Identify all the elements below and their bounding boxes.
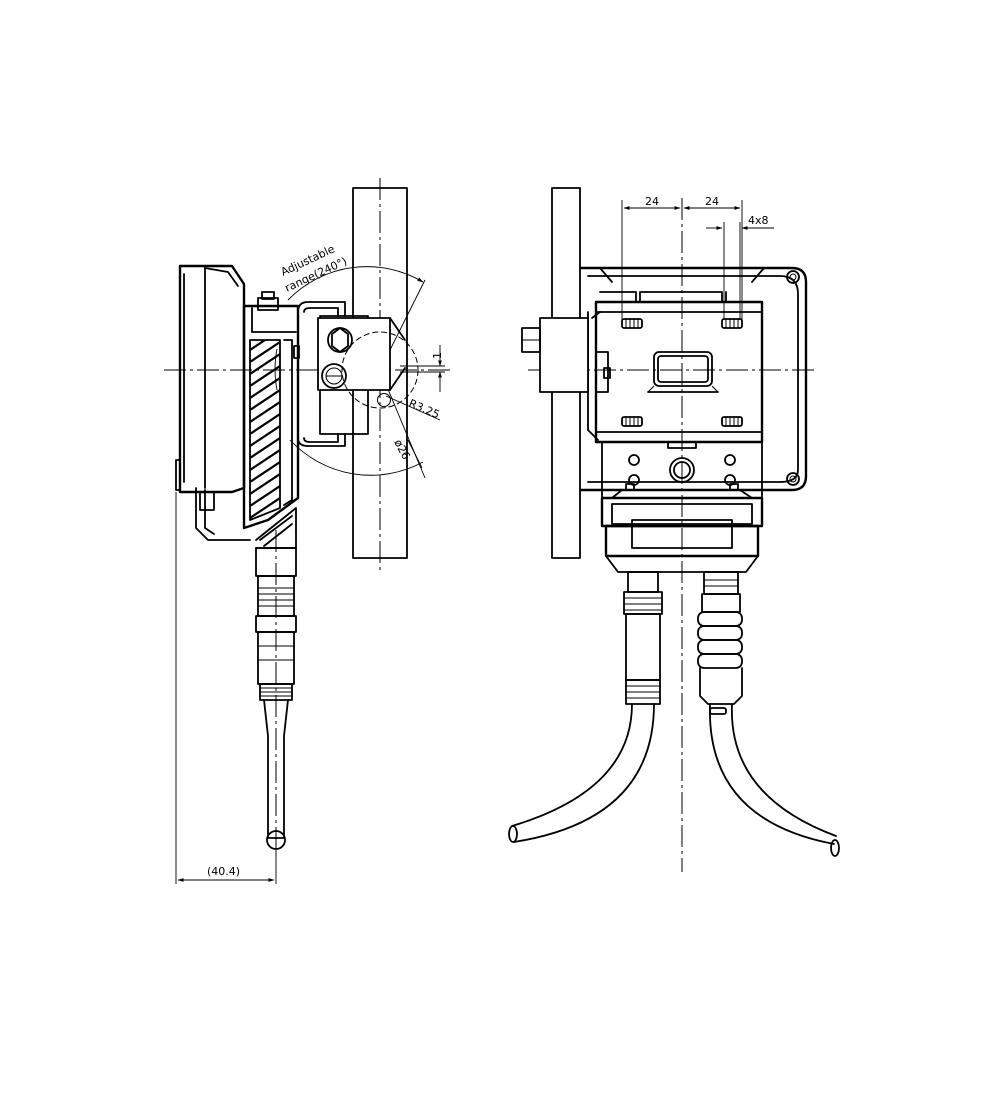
dim-d26-leader — [407, 439, 423, 469]
side-view: Adjustable range(240°) — [164, 178, 450, 884]
pivot-circles — [341, 331, 419, 409]
camera-housing-front — [580, 266, 808, 492]
mounting-bracket-side — [297, 301, 406, 447]
dim-4x8-label: 4x8 — [748, 214, 769, 227]
pole-clamp-front — [521, 317, 589, 393]
mounting-screws — [621, 318, 743, 427]
dim-404-lines — [175, 492, 277, 884]
screw-top-left — [621, 318, 643, 329]
housing-hatched-section — [242, 291, 300, 549]
dim-r325-label: R3.25 — [407, 397, 442, 422]
dim-24-left-label: 24 — [645, 195, 659, 208]
camera-housing-side — [175, 264, 251, 541]
left-connector-cable-front — [508, 571, 663, 843]
screw-top-right — [721, 318, 743, 329]
screw-bottom-left — [621, 416, 643, 427]
dim-1-lines — [400, 345, 445, 392]
dim-r325-leader — [385, 395, 441, 421]
right-connector-cable-front — [697, 571, 840, 857]
dim-4x8-lines — [706, 222, 774, 320]
dim-404-label: (40.4) — [207, 865, 240, 878]
screw-bottom-right — [721, 416, 743, 427]
connector-cable-side — [255, 530, 297, 860]
dim-24-lines — [621, 200, 743, 322]
dim-24-right-label: 24 — [705, 195, 719, 208]
front-view: 24 24 4x8 — [508, 187, 840, 872]
connector-block-front — [600, 441, 764, 573]
dim-1-label: 1 — [431, 352, 444, 359]
mounting-bracket-front — [587, 291, 764, 444]
